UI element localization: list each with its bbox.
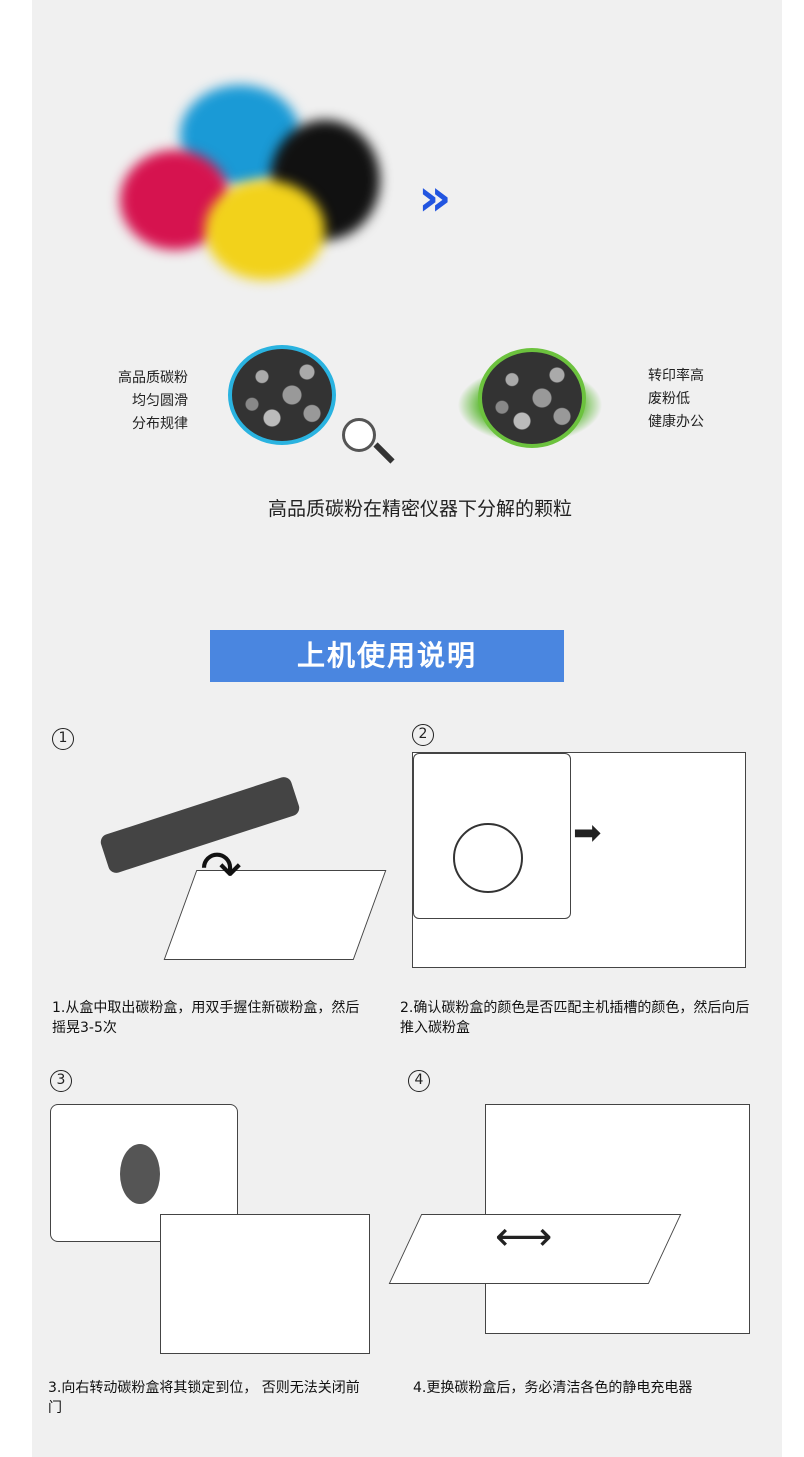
label-line: 分布规律	[132, 416, 188, 432]
double-chevron-right-icon: »	[418, 168, 452, 228]
quality-label: 高品质碳粉 均匀圆滑 分布规律	[100, 367, 188, 436]
step-number-4: 4	[408, 1070, 430, 1092]
step-1-caption: 1.从盒中取出碳粉盒，用双手握住新碳粉盒，然后摇晃3-5次	[52, 1000, 360, 1036]
step-number-3: 3	[50, 1070, 72, 1092]
toner-powder-image	[110, 80, 390, 290]
particles-image-right	[478, 348, 586, 448]
particles-caption: 高品质碳粉在精密仪器下分解的颗粒	[267, 498, 572, 520]
label-line: 废粉低	[648, 391, 690, 407]
instructions-title: 上机使用说明	[210, 630, 564, 682]
step-3-illustration	[50, 1104, 370, 1354]
step-number-1: 1	[52, 728, 74, 750]
step-3-caption: 3.向右转动碳粉盒将其锁定到位， 否则无法关闭前门	[48, 1380, 360, 1416]
label-line: 均匀圆滑	[132, 393, 188, 409]
particles-image-left	[228, 345, 336, 445]
label-line: 高品质碳粉	[118, 370, 188, 386]
step-2-illustration: ➡	[412, 752, 746, 968]
step-4-caption: 4.更换碳粉盒后，务必清洁各色的静电充电器	[413, 1380, 693, 1396]
step-4-illustration: ⟷	[388, 1104, 750, 1344]
label-line: 健康办公	[648, 414, 704, 430]
step-number-2: 2	[412, 724, 434, 746]
magnifier-icon	[342, 418, 376, 452]
label-line: 转印率高	[648, 368, 704, 384]
step-1-illustration: ↷	[50, 750, 387, 980]
benefits-label: 转印率高 废粉低 健康办公	[648, 365, 704, 434]
step-2-caption: 2.确认碳粉盒的颜色是否匹配主机插槽的颜色，然后向后推入碳粉盒	[400, 1000, 750, 1036]
